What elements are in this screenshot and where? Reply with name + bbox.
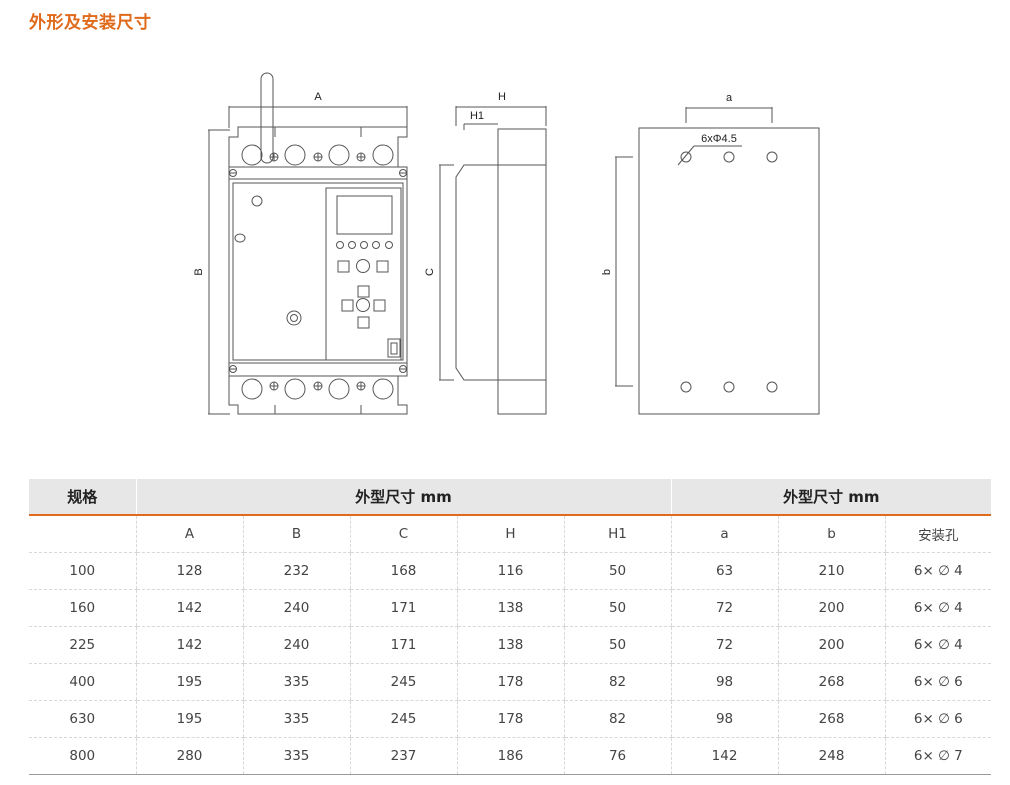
subheader-cell-H1: H1 [563,515,672,553]
cell-C: 171 [349,589,457,627]
dim-label-b: b [601,269,613,275]
subheader-cell-spec [29,515,136,553]
cell-B: 240 [242,589,350,627]
subheader-cell-mount-hole: 安装孔 [884,515,992,553]
cell-H1: 76 [563,737,672,775]
cell-a: 63 [670,552,779,590]
cell-A: 128 [135,552,243,590]
subheader-cell-A: A [135,515,243,553]
hole-note: 6xΦ4.5 [701,133,737,145]
cell-mount-hole: 6× ∅ 4 [884,552,992,590]
cell-A: 142 [135,589,243,627]
cell-B: 335 [242,700,350,738]
cell-a: 72 [670,626,779,664]
cell-H: 186 [456,737,564,775]
cell-mount-hole: 6× ∅ 6 [884,700,992,738]
table-header-row: 规格 外型尺寸 mm 外型尺寸 mm [29,479,992,516]
mounting-view: a b 6xΦ4.5 [601,92,820,415]
subheader-cell-B: B [242,515,350,553]
side-view: H H1 C [424,91,547,415]
cell-H: 138 [456,626,564,664]
cell-B: 240 [242,626,350,664]
cell-C: 245 [349,663,457,701]
cell-H: 178 [456,663,564,701]
cell-C: 171 [349,626,457,664]
dim-label-C: C [424,268,436,276]
subheader-cell-a: a [670,515,779,553]
cell-mount-hole: 6× ∅ 7 [884,737,992,775]
cell-spec: 100 [29,552,136,590]
cell-H1: 82 [563,700,672,738]
cell-a: 98 [670,663,779,701]
subheader-cell-C: C [349,515,457,553]
cell-b: 200 [777,626,886,664]
cell-spec: 225 [29,626,136,664]
cell-mount-hole: 6× ∅ 4 [884,589,992,627]
cell-H: 178 [456,700,564,738]
cell-spec: 160 [29,589,136,627]
dim-label-H: H [498,91,506,103]
cell-C: 237 [349,737,457,775]
cell-H1: 50 [563,626,672,664]
dim-label-a: a [726,92,733,104]
cell-b: 248 [777,737,886,775]
header-group-mounting: 外型尺寸 mm [670,479,992,516]
cell-spec: 400 [29,663,136,701]
cell-a: 72 [670,589,779,627]
cell-A: 195 [135,700,243,738]
cell-mount-hole: 6× ∅ 6 [884,663,992,701]
header-group-outline: 外型尺寸 mm [135,479,672,516]
cell-A: 195 [135,663,243,701]
cell-mount-hole: 6× ∅ 4 [884,626,992,664]
dim-label-B: B [193,268,205,275]
cell-H: 138 [456,589,564,627]
front-view: A B [193,72,408,415]
cell-b: 268 [777,663,886,701]
header-spec: 规格 [29,479,136,516]
cell-B: 335 [242,663,350,701]
cell-spec: 800 [29,737,136,775]
subheader-cell-b: b [777,515,886,553]
cell-C: 245 [349,700,457,738]
cell-H1: 82 [563,663,672,701]
cell-A: 142 [135,626,243,664]
dim-label-H1: H1 [470,110,484,122]
cell-b: 268 [777,700,886,738]
cell-C: 168 [349,552,457,590]
cell-b: 210 [777,552,886,590]
cell-H1: 50 [563,589,672,627]
cell-B: 335 [242,737,350,775]
cell-H1: 50 [563,552,672,590]
subheader-cell-H: H [456,515,564,553]
page-title: 外形及安装尺寸 [29,13,152,33]
cell-b: 200 [777,589,886,627]
cell-spec: 630 [29,700,136,738]
cell-A: 280 [135,737,243,775]
cell-H: 116 [456,552,564,590]
cell-a: 142 [670,737,779,775]
dim-label-A: A [314,91,322,103]
cell-a: 98 [670,700,779,738]
cell-B: 232 [242,552,350,590]
dimension-drawing: A B [193,72,820,415]
